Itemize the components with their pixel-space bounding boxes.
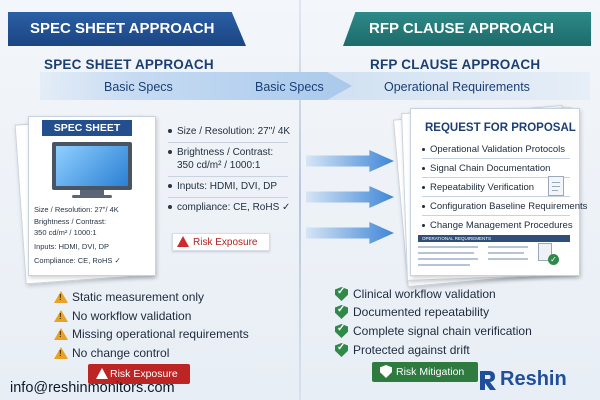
reshin-logo-icon [480, 371, 496, 390]
card-item-3: 350 cd/m² / 1000:1 [34, 228, 97, 237]
warning-icon [54, 328, 68, 340]
risk-exposure-button: Risk Exposure [88, 364, 190, 384]
shield-check-icon [335, 343, 348, 357]
right-banner: RFP CLAUSE APPROACH [343, 12, 591, 46]
right-subhead: RFP CLAUSE APPROACH [370, 57, 541, 72]
spec-item-size: Size / Resolution: 27"/ 4K [168, 126, 290, 137]
arrow-label-1: Basic Specs [104, 80, 173, 94]
mitigation-item-4: Protected against drift [335, 343, 470, 357]
monitor-stand [80, 190, 104, 196]
risk-mitigation-button: Risk Mitigation [372, 362, 478, 382]
arrow-label-2: Basic Specs [255, 80, 324, 94]
monitor-icon [52, 142, 132, 190]
card-item-4: Inputs: HDMI, DVI, DP [34, 242, 110, 251]
risk-item-4: No change control [54, 346, 169, 360]
risk-item-3: Missing operational requirements [54, 327, 249, 341]
rfp-item-4: Configuration Baseline Requirements [422, 201, 587, 212]
left-banner: SPEC SHEET APPROACH [8, 12, 246, 46]
clipboard-icon [548, 176, 564, 196]
rfp-item-5: Change Management Procedures [422, 220, 573, 231]
warning-icon [177, 236, 189, 247]
warning-icon [54, 347, 68, 359]
shield-check-icon [335, 287, 348, 301]
risk-item-1: Static measurement only [54, 290, 204, 304]
shield-icon [380, 365, 392, 378]
mitigation-item-3: Complete signal chain verification [335, 324, 532, 338]
flow-arrow [306, 150, 394, 172]
mitigation-item-1: Clinical workflow validation [335, 287, 496, 301]
risk-item-2: No workflow validation [54, 309, 191, 323]
flow-arrow [306, 222, 394, 244]
left-subhead: SPEC SHEET APPROACH [44, 57, 214, 72]
check-circle-icon: ✓ [548, 254, 559, 265]
warning-icon [96, 368, 108, 379]
rfp-title: REQUEST FOR PROPOSAL [425, 122, 576, 134]
spec-sheet-title: SPEC SHEET [42, 120, 132, 136]
card-item-5: Compliance: CE, RoHS ✓ [34, 256, 121, 265]
shield-check-icon [335, 305, 348, 319]
warning-icon [54, 310, 68, 322]
right-arrow-bar [305, 72, 590, 100]
spec-item-contrast: 350 cd/m² / 1000:1 [177, 160, 261, 171]
flow-arrow [306, 186, 394, 208]
rfp-item-3: Repeatability Verification [422, 182, 534, 193]
reshin-logo-text: Reshin [500, 368, 567, 390]
card-item-1: Size / Resolution: 27"/ 4K [34, 205, 119, 214]
contact-email[interactable]: info@reshinmonitors.com [10, 380, 175, 396]
monitor-base [72, 195, 112, 198]
rfp-item-2: Signal Chain Documentation [422, 163, 550, 174]
risk-exposure-badge: Risk Exposure [172, 233, 270, 251]
table-header: OPERATIONAL REQUIREMENTS [418, 235, 570, 242]
spec-item-brightness: Brightness / Contrast: [168, 147, 273, 158]
operational-requirements-label: Operational Requirements [384, 80, 530, 94]
basic-specs-arrow [40, 72, 352, 100]
spec-item-inputs: Inputs: HDMI, DVI, DP [168, 181, 277, 192]
warning-icon [54, 291, 68, 303]
card-item-2: Brightness / Contrast: [34, 217, 107, 226]
rfp-item-1: Operational Validation Protocols [422, 144, 565, 155]
column-divider [299, 0, 301, 400]
spec-item-compliance: compliance: CE, RoHS ✓ [168, 202, 290, 213]
mitigation-item-2: Documented repeatability [335, 305, 489, 319]
shield-check-icon [335, 324, 348, 338]
